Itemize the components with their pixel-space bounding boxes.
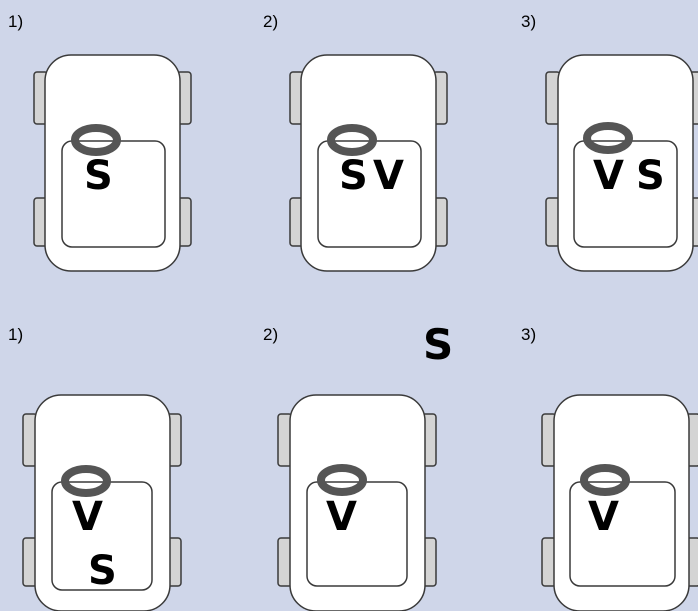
letter-s: S xyxy=(88,548,117,594)
panel-number-bottom-2: 2) xyxy=(263,325,279,344)
panel-number-bottom-3: 3) xyxy=(521,325,537,344)
car-bottom-3 xyxy=(541,394,698,611)
car-seat-area xyxy=(306,481,408,587)
letter-s-outside: S xyxy=(423,320,454,369)
steering-ring xyxy=(317,464,367,496)
letter-s: S xyxy=(84,153,113,199)
car-seat-area xyxy=(317,140,422,248)
car-seat-area xyxy=(51,481,153,591)
letter-v: V xyxy=(72,494,103,540)
letter-s: S xyxy=(339,153,368,199)
letter-s: S xyxy=(636,153,665,199)
letter-v: V xyxy=(373,153,404,199)
panel-number-bottom-1: 1) xyxy=(8,325,24,344)
steering-ring xyxy=(580,464,630,496)
panel-number-top-1: 1) xyxy=(8,12,24,31)
panel-number-top-2: 2) xyxy=(263,12,279,31)
steering-ring xyxy=(61,465,111,497)
letter-v: V xyxy=(326,494,357,540)
car-top-1 xyxy=(33,54,192,272)
steering-ring xyxy=(71,124,121,156)
car-top-2 xyxy=(289,54,448,272)
steering-ring xyxy=(583,122,633,154)
car-bottom-2 xyxy=(277,394,437,611)
letter-v: V xyxy=(593,153,624,199)
car-bottom-1 xyxy=(22,394,182,611)
car-top-3 xyxy=(545,54,698,272)
steering-ring xyxy=(327,124,377,156)
panel-number-top-3: 3) xyxy=(521,12,537,31)
car-seat-area xyxy=(61,140,166,248)
car-seat-area xyxy=(569,481,676,587)
letter-v: V xyxy=(588,494,619,540)
